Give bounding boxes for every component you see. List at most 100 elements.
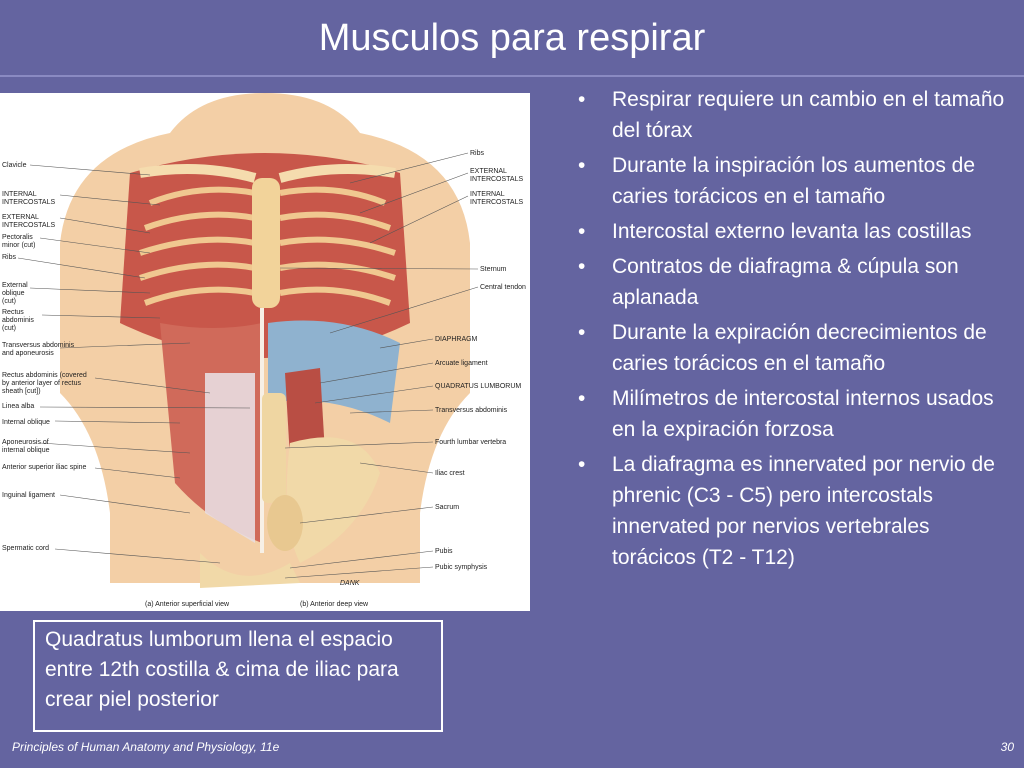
fig-label: Sternum xyxy=(480,266,507,273)
bullet-text: Durante la inspiración los aumentos de c… xyxy=(612,154,976,208)
fig-label: Pubis xyxy=(435,548,453,555)
fig-label: Pubic symphysis xyxy=(435,564,488,571)
fig-label: Transversus abdominis xyxy=(2,342,75,349)
fig-label: INTERNAL xyxy=(2,191,37,198)
leader-line xyxy=(59,342,191,349)
leader-line xyxy=(59,494,191,514)
rib xyxy=(279,286,392,306)
leader-line xyxy=(54,548,221,564)
fig-label: Spermatic cord xyxy=(2,545,49,552)
pelvis xyxy=(286,437,380,563)
rib xyxy=(279,236,396,256)
fig-label: INTERCOSTALS xyxy=(470,176,523,183)
view-label-b: (b) Anterior deep view xyxy=(300,601,369,608)
leader-line xyxy=(29,287,151,294)
leader-line xyxy=(39,237,151,254)
bullet-marker: • xyxy=(578,154,586,177)
fig-label: by anterior layer of rectus xyxy=(2,380,81,387)
fig-label: Iliac crest xyxy=(435,470,465,477)
sacrum xyxy=(267,495,303,551)
left-leader-lines xyxy=(17,164,251,564)
bullet-item: •La diafragma es innervated por nervio d… xyxy=(578,449,1018,573)
leader-line xyxy=(41,314,161,319)
bullet-item: •Durante la expiración decrecimientos de… xyxy=(578,317,1018,379)
leader-line xyxy=(284,566,434,579)
bullet-marker: • xyxy=(578,321,586,344)
leader-line xyxy=(349,409,434,414)
leader-line xyxy=(379,338,434,349)
fig-label: oblique xyxy=(2,290,25,297)
leader-line xyxy=(17,257,146,279)
fig-label: Linea alba xyxy=(2,403,34,410)
leader-line xyxy=(54,420,181,424)
leader-line xyxy=(39,442,191,454)
fig-label: External xyxy=(2,282,28,289)
clavicle xyxy=(139,164,257,183)
bullet-marker: • xyxy=(578,88,586,111)
artist-signature: DANK xyxy=(340,580,360,587)
rib xyxy=(279,211,392,231)
leader-line xyxy=(94,377,211,394)
fig-label: Clavicle xyxy=(2,162,27,169)
fig-label: and aponeurosis xyxy=(2,350,54,357)
fig-label: minor (cut) xyxy=(2,242,35,249)
fig-label: sheath [cut]) xyxy=(2,388,41,395)
footer-source: Principles of Human Anatomy and Physiolo… xyxy=(12,740,280,754)
bullet-marker: • xyxy=(578,255,586,278)
bullet-text: Contratos de diafragma & cúpula son apla… xyxy=(612,255,959,309)
fig-label: Pectoralis xyxy=(2,234,33,241)
leader-line xyxy=(279,267,479,270)
fig-label: Arcuate ligament xyxy=(435,360,488,367)
pelvis xyxy=(200,553,300,588)
fig-label: INTERCOSTALS xyxy=(2,199,55,206)
leader-line xyxy=(284,441,434,449)
sternum xyxy=(252,178,280,308)
leader-line xyxy=(59,217,151,234)
fig-label: Ribs xyxy=(470,150,485,157)
rib xyxy=(148,186,256,206)
bullet-item: •Milímetros de intercostal internos usad… xyxy=(578,383,1018,445)
bullet-text: Respirar requiere un cambio en el tamaño… xyxy=(612,88,1005,142)
fig-label: Anterior superior iliac spine xyxy=(2,464,87,471)
quadratus-lumborum xyxy=(285,368,325,458)
fig-label: abdominis xyxy=(2,317,34,324)
leader-line xyxy=(329,286,479,334)
rib xyxy=(139,261,256,281)
leader-line xyxy=(299,506,434,524)
fig-label: INTERNAL xyxy=(470,191,505,198)
rectus-sheath xyxy=(205,373,255,543)
leader-line xyxy=(359,462,434,474)
clavicle xyxy=(278,164,396,183)
fig-label: EXTERNAL xyxy=(470,168,507,175)
leader-line xyxy=(319,362,434,384)
leader-line xyxy=(369,195,469,244)
bullet-marker: • xyxy=(578,220,586,243)
bullet-text: Milímetros de intercostal internos usado… xyxy=(612,387,994,441)
fig-label: Rectus xyxy=(2,309,24,316)
bullet-item: • Durante la inspiración los aumentos de … xyxy=(578,150,1018,212)
fig-label: (cut) xyxy=(2,298,16,305)
leader-line xyxy=(314,385,434,404)
anatomy-illustration: Clavicle INTERNAL INTERCOSTALS EXTERNAL … xyxy=(2,93,526,608)
leader-line xyxy=(59,194,161,206)
fig-label: Aponeurosis of xyxy=(2,439,49,446)
lumbar-vertebrae xyxy=(262,393,286,503)
right-labels: Ribs EXTERNAL INTERCOSTALS INTERNAL INTE… xyxy=(435,150,526,571)
bullet-text: La diafragma es innervated por nervio de… xyxy=(612,453,995,569)
bullet-item: • Contratos de diafragma & cúpula son apl… xyxy=(578,251,1018,313)
rib xyxy=(143,286,256,306)
view-label-a: (a) Anterior superficial view xyxy=(145,601,230,608)
caption-box: Quadratus lumborum llena el espacio entr… xyxy=(33,620,443,732)
anatomy-figure: Clavicle INTERNAL INTERCOSTALS EXTERNAL … xyxy=(0,93,530,611)
ribs-group xyxy=(139,186,396,306)
leader-line xyxy=(39,406,251,409)
fig-label: DIAPHRAGM xyxy=(435,336,478,343)
fig-label: Internal oblique xyxy=(2,419,50,426)
right-leader-lines xyxy=(279,152,479,579)
fig-label: Ribs xyxy=(2,254,17,261)
rib xyxy=(143,211,256,231)
leader-line xyxy=(359,172,469,214)
fig-label: QUADRATUS LUMBORUM xyxy=(435,383,521,390)
rib xyxy=(279,186,387,206)
fig-label: Sacrum xyxy=(435,504,459,511)
